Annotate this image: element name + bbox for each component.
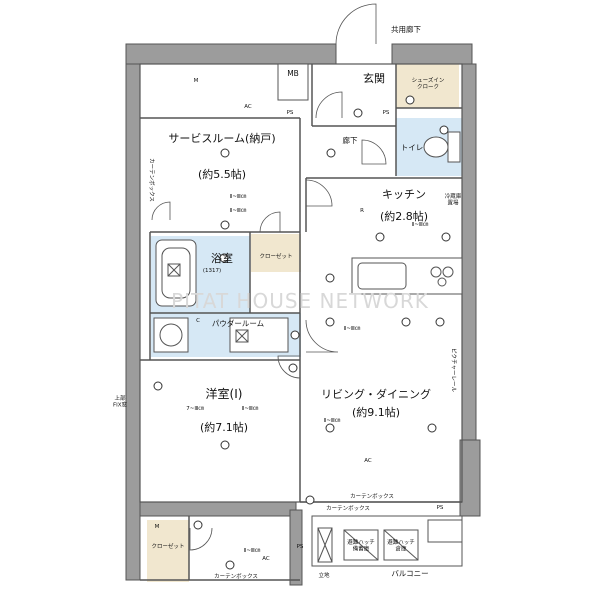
kitchen-counter [351,257,463,295]
curtain-box-label-3: カーテンボックス [326,504,370,512]
service-room-label: サービスルーム(納戸) [168,132,275,145]
door-swings [151,3,387,551]
room-labels: 共用廊下 MB 玄関 シューズインクローク サービスルーム(納戸) (約5.5帖… [151,24,461,578]
balcony-label: バルコニー [391,569,428,578]
light-note-7: Ⅱ~Ⅲ㎝ [324,418,341,424]
outer-walls [125,43,481,586]
fridge-label: 冷蔵庫置場 [445,192,462,206]
hallway-label: 廊下 [343,135,358,145]
marker-labels: PS PS PS PS AC AC AC M M C R カーテンボックス カー… [113,78,457,580]
western-room-area: (約7.1帖) [200,420,248,434]
curtain-box-label-1: カーテンボックス [350,492,394,500]
hatch-1-label: 避難ハッチ備蓄庫 [347,538,375,552]
light-note-5: 7~Ⅲ㎝ [186,406,204,412]
light-note-6: Ⅱ~Ⅲ㎝ [242,406,259,412]
ps-label-1: PS [287,110,294,116]
mb-box [277,63,309,101]
shoes-closet-label: シューズインクローク [412,76,445,90]
light-note-2: Ⅱ~Ⅲ㎝ [230,208,247,214]
bath-label: 浴室 [211,251,233,265]
kitchen-label: キッチン [382,188,426,201]
ground-label: 立地 [318,571,330,579]
hatch-2-label: 避難ハッチ倉庫 [387,538,415,552]
kitchen-area: (約2.8帖) [380,209,428,223]
entrance-label: 玄関 [363,71,385,85]
service-room-area: (約5.5帖) [198,167,246,181]
m-label-1: M [194,78,199,84]
watermark-text: PITAT HOUSE NETWORK [171,289,429,313]
c-label: C [196,318,200,324]
closet-mid-fill [251,234,301,272]
light-note-4: Ⅱ~Ⅲ㎝ [344,326,361,332]
ps-label-2: PS [383,110,390,116]
curtain-box-left-label: カーテンボックス [148,158,156,202]
m-label-2: M [155,524,160,530]
western-room-label: 洋室(I) [206,386,243,401]
bath-size-label: (1317) [203,268,221,274]
ps-label-4: PS [297,544,304,550]
r-label: R [360,208,364,214]
curtain-box-label-2: カーテンボックス [214,572,258,580]
closet-bottom-fill [147,520,189,582]
light-note-3: Ⅱ~Ⅲ㎝ [412,222,429,228]
bathtub [155,239,197,307]
closet-bottom-label: クローゼット [151,542,184,550]
toilet-fixture [423,131,461,163]
light-note-8: Ⅱ~Ⅲ㎝ [244,548,261,554]
ps-label-3: PS [437,505,444,511]
light-note-1: Ⅱ~Ⅲ㎝ [230,194,247,200]
toilet-label: トイレ [401,143,424,152]
common-corridor-label: 共用廊下 [391,24,421,34]
mb-label: MB [287,69,299,78]
powder-label: パウダールーム [212,318,264,328]
ac-label-1: AC [244,104,252,110]
living-label: リビング・ダイニング [321,387,431,401]
light-fixtures [153,95,451,570]
living-area: (約9.1帖) [352,405,400,419]
picture-rail-label: ピクチャーレール [450,348,457,392]
balcony-zone [311,515,463,567]
closet-mid-label: クローゼット [259,252,292,260]
powder-fixtures [153,317,289,353]
ac-label-2: AC [364,458,372,464]
ac-label-3: AC [262,556,270,562]
